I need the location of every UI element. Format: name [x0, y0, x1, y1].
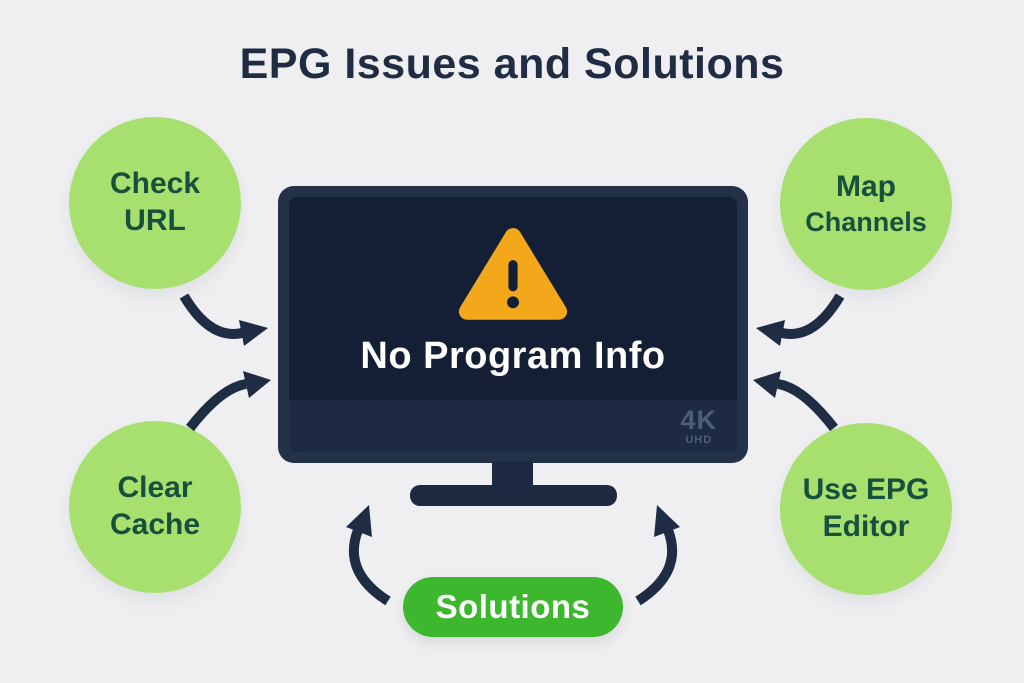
tv-monitor: No Program Info 4K UHD: [278, 186, 748, 463]
issue-label-line1: Check: [109, 167, 201, 201]
issue-label-line1: Use EPG: [802, 473, 930, 507]
issue-label-line1: Map: [836, 170, 896, 204]
issue-label-line2: URL: [124, 204, 186, 237]
issue-label-line2: Cache: [109, 508, 201, 541]
badge-4k-text: 4K: [680, 404, 717, 435]
page-title: EPG Issues and Solutions: [239, 40, 785, 88]
solutions-pill: Solutions: [403, 577, 623, 637]
badge-uhd-text: UHD: [685, 433, 713, 446]
tv-screen-chin: 4K UHD: [289, 400, 737, 452]
tv-4k-uhd-badge: 4K UHD: [680, 404, 717, 446]
arrow-solutions-left-icon: [346, 505, 391, 606]
tv-stand-base: [410, 485, 617, 506]
issue-circle-map-channels: Map Channels: [780, 118, 952, 290]
arrow-map-channels-to-tv-icon: [756, 293, 845, 346]
arrow-solutions-right-icon: [635, 505, 680, 606]
tv-screen: No Program Info 4K UHD: [289, 197, 737, 452]
arrow-check-url-to-tv-icon: [179, 293, 268, 346]
arrow-clear-cache-to-tv-icon: [186, 371, 271, 432]
tv-screen-content: No Program Info: [289, 197, 737, 400]
issue-circle-check-url: Check URL: [69, 117, 241, 289]
issue-label-line2: Editor: [822, 510, 910, 543]
solutions-label: Solutions: [435, 588, 591, 625]
issue-circle-use-epg-editor: Use EPG Editor: [780, 423, 952, 595]
warning-triangle-icon: [458, 228, 568, 320]
tv-error-message: No Program Info: [360, 335, 666, 377]
tv-stand-neck: [492, 461, 533, 489]
issue-circle-clear-cache: Clear Cache: [69, 421, 241, 593]
arrow-epg-editor-to-tv-icon: [753, 371, 838, 432]
issue-label-line2: Channels: [805, 206, 927, 237]
issue-label-line1: Clear: [117, 471, 193, 505]
